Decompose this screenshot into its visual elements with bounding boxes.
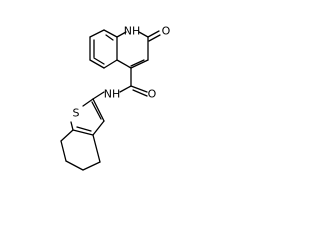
bond bbox=[82, 161, 101, 171]
atom-o-ring-carbonyl: O bbox=[162, 25, 171, 38]
bond bbox=[116, 31, 127, 38]
bond bbox=[138, 31, 149, 38]
bond bbox=[92, 98, 105, 122]
bond bbox=[130, 85, 148, 93]
atom-s-thiophene: S bbox=[73, 107, 80, 120]
bond-inner-double bbox=[91, 101, 102, 120]
quinolinone-pyridone-ring bbox=[116, 31, 149, 69]
carbonyl-group-ring bbox=[147, 30, 161, 42]
atom-nh-amide: NH bbox=[104, 88, 121, 101]
bond bbox=[119, 85, 132, 93]
bond-inner-double bbox=[93, 57, 105, 65]
bond bbox=[147, 30, 160, 38]
quinolinone-benzene-ring bbox=[89, 29, 118, 69]
bond bbox=[103, 59, 118, 69]
bond bbox=[92, 120, 105, 136]
bond bbox=[60, 140, 67, 162]
bond bbox=[92, 134, 101, 163]
atom-o-amide: O bbox=[148, 88, 157, 101]
cyclohexene-ring bbox=[60, 129, 101, 171]
thiophene-ring bbox=[70, 98, 105, 136]
bond bbox=[65, 160, 84, 171]
bond-inner-double bbox=[130, 59, 145, 67]
bond bbox=[89, 59, 105, 69]
bond-inner-double bbox=[76, 126, 92, 132]
bond bbox=[72, 129, 94, 136]
bond bbox=[82, 98, 94, 107]
bond bbox=[92, 91, 105, 100]
bond bbox=[60, 129, 74, 142]
bond bbox=[130, 59, 149, 69]
bond bbox=[70, 121, 74, 131]
bond bbox=[148, 34, 161, 42]
molecule-structure-diagram: NH O O NH S bbox=[60, 25, 171, 171]
atom-nh-ring: NH bbox=[124, 25, 141, 38]
bond-inner-double bbox=[105, 34, 114, 41]
bond bbox=[132, 89, 148, 97]
amide-linker bbox=[92, 67, 148, 100]
bond bbox=[116, 59, 132, 69]
bond bbox=[103, 29, 118, 38]
bond bbox=[89, 29, 105, 38]
